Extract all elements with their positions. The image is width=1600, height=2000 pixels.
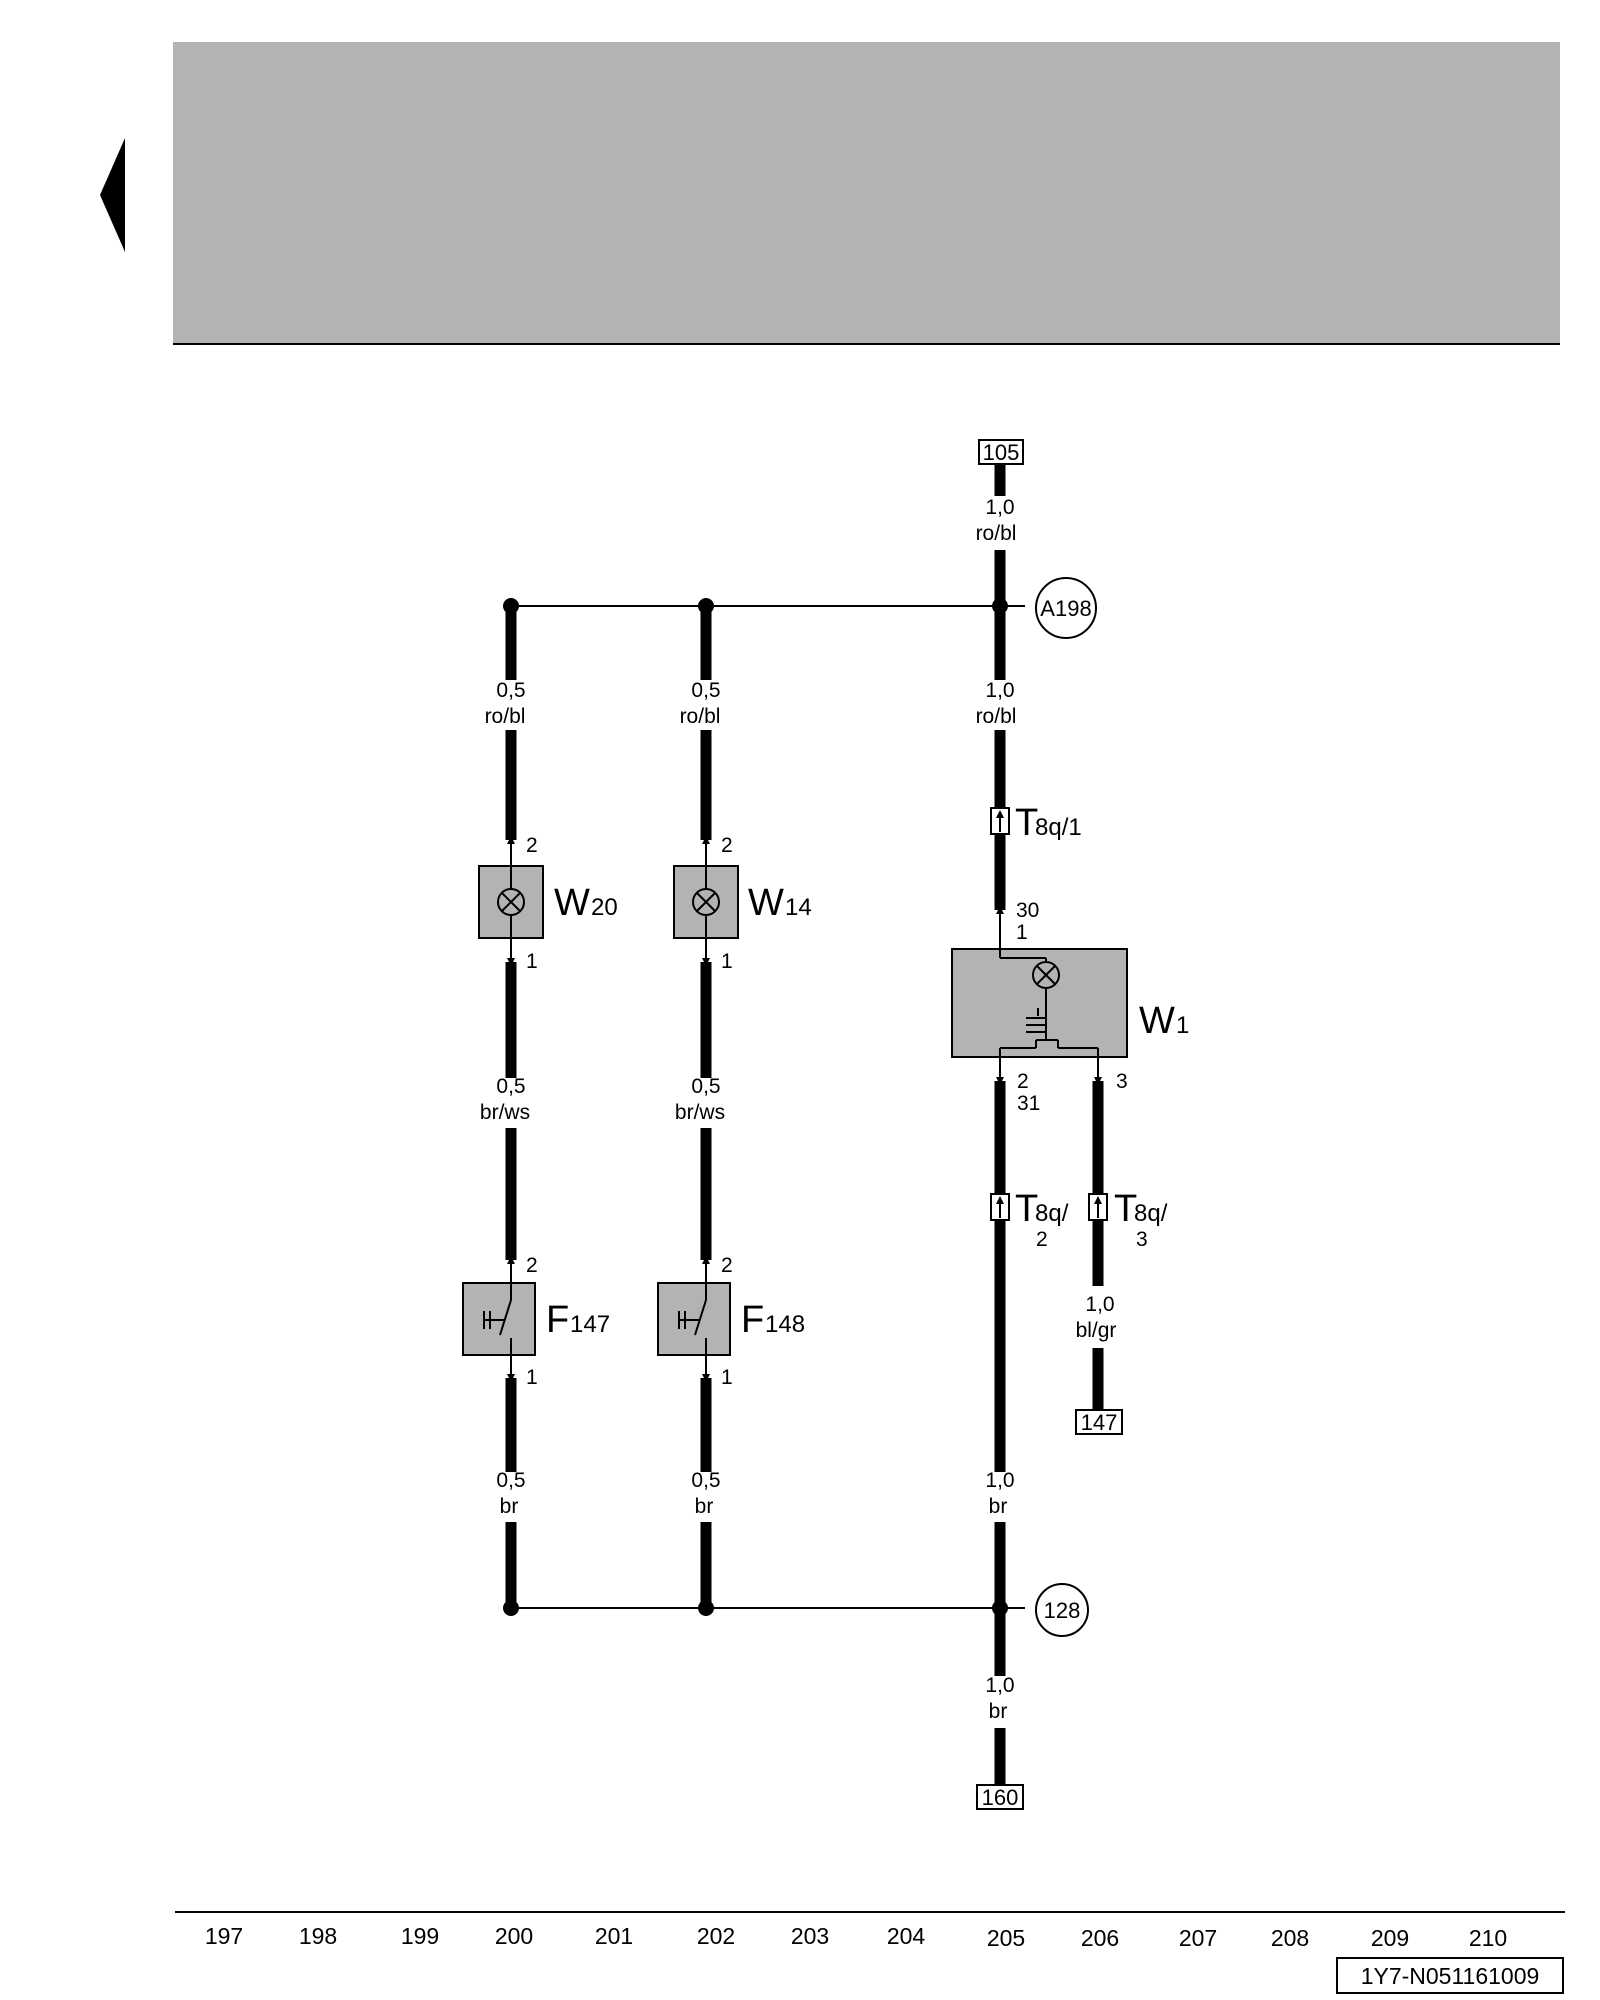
wire-left-bot-size: 0,5: [496, 1469, 525, 1492]
track-numbers: 197 198 199 200 201 202 203 204 205 206 207 208 209 2…: [205, 1923, 1507, 1951]
wire-w1-top-color: ro/bl: [976, 522, 1017, 545]
junction-right-top: [992, 598, 1008, 614]
track-number: 200: [495, 1923, 533, 1949]
f147-pin-bot: 1: [526, 1366, 538, 1389]
ref-right: 147: [1081, 1410, 1118, 1435]
junction-right-bot: [992, 1600, 1008, 1616]
wire-mid-top-size: 0,5: [691, 679, 720, 702]
header-band: [173, 42, 1560, 344]
junction-mid-bot: [698, 1600, 714, 1616]
switch-icon: [483, 1283, 512, 1355]
w1-pin-3: 3: [1116, 1070, 1128, 1093]
w1-pin-31: 31: [1017, 1092, 1040, 1115]
wire-ground-size: 1,0: [985, 1674, 1014, 1697]
w14-pin-bot: 1: [721, 950, 733, 973]
track-number: 210: [1469, 1925, 1507, 1951]
track-number: 203: [791, 1923, 829, 1949]
wire-w1-top-size: 1,0: [985, 496, 1014, 519]
w1-sub: 1: [1176, 1012, 1189, 1039]
w20-letter: W: [554, 882, 590, 924]
track-number: 204: [887, 1923, 926, 1949]
wire-mid-mid-color: br/ws: [675, 1101, 725, 1124]
wire-right-top-color: ro/bl: [976, 705, 1017, 728]
t8q3-letter: T: [1114, 1188, 1137, 1230]
f148-pin-bot: 1: [721, 1366, 733, 1389]
w14-pin-top: 2: [721, 834, 733, 857]
w20-pin-bot: 1: [526, 950, 538, 973]
w20-sub: 20: [591, 894, 618, 921]
track-number: 202: [697, 1923, 735, 1949]
wire-left-bot-color: br: [500, 1495, 519, 1518]
wire-mid-bot-color: br: [695, 1495, 714, 1518]
ref-circle-top[interactable]: [1035, 577, 1097, 639]
ref-box-bottom[interactable]: [976, 1784, 1024, 1810]
back-arrow-icon[interactable]: [100, 138, 125, 252]
wire-mid-mid-size: 0,5: [691, 1075, 720, 1098]
f147-pin-top: 2: [526, 1254, 538, 1277]
w14-sub: 14: [785, 894, 812, 921]
w1-letter: W: [1139, 1000, 1175, 1042]
wire-right-bot-color: br: [989, 1495, 1008, 1518]
wire-left-top-size: 0,5: [496, 679, 525, 702]
t8q1-sub: 8q/1: [1035, 814, 1082, 841]
f147-sub: 147: [570, 1311, 610, 1338]
ref-box-top[interactable]: [978, 439, 1024, 465]
t8q3-sub2: 3: [1136, 1228, 1148, 1251]
ref-circle-top-label: A198: [1040, 596, 1091, 621]
junction-left-top: [503, 598, 519, 614]
doc-id: 1Y7-N051161009: [1361, 1963, 1540, 1989]
f148-letter: F: [741, 1299, 764, 1341]
t8q2-sub: 8q/: [1035, 1200, 1069, 1227]
switch-icon: [678, 1283, 707, 1355]
wire-left-mid-color: br/ws: [480, 1101, 530, 1124]
track-number: 201: [595, 1923, 633, 1949]
doc-id-box: [1336, 1957, 1564, 1994]
f148-sub: 148: [765, 1311, 805, 1338]
wire-left-mid-size: 0,5: [496, 1075, 525, 1098]
wire-side-size: 1,0: [1085, 1293, 1114, 1316]
track-number: 207: [1179, 1925, 1217, 1951]
t8q2-sub2: 2: [1036, 1228, 1048, 1251]
junction-mid-top: [698, 598, 714, 614]
w1-pin-1: 1: [1016, 921, 1028, 944]
t8q3-sub: 8q/: [1134, 1200, 1168, 1227]
ref-bottom: 160: [982, 1785, 1019, 1810]
f148-pin-top: 2: [721, 1254, 733, 1277]
wire-mid-top-color: ro/bl: [680, 705, 721, 728]
ref-top: 105: [983, 440, 1020, 465]
f147-letter: F: [546, 1299, 569, 1341]
wire-ground-color: br: [989, 1700, 1008, 1723]
ref-circle-bottom[interactable]: [1035, 1583, 1089, 1637]
wire-mid-bot-size: 0,5: [691, 1469, 720, 1492]
w20-pin-top: 2: [526, 834, 538, 857]
ref-circle-bottom-label: 128: [1044, 1598, 1081, 1623]
w1-internal: [999, 935, 1099, 1057]
w1-pin-2: 2: [1017, 1070, 1029, 1093]
wire-left-top-color: ro/bl: [485, 705, 526, 728]
t8q1-letter: T: [1015, 802, 1038, 844]
wire-side-color: bl/gr: [1076, 1319, 1117, 1342]
track-number: 197: [205, 1923, 243, 1949]
wire-right-top-size: 1,0: [985, 679, 1014, 702]
track-number: 209: [1371, 1925, 1409, 1951]
ref-box-right[interactable]: [1075, 1409, 1123, 1435]
w14-letter: W: [748, 882, 784, 924]
junction-left-bot: [503, 1600, 519, 1616]
track-number: 198: [299, 1923, 337, 1949]
wire-right-bot-size: 1,0: [985, 1469, 1014, 1492]
track-number: 208: [1271, 1925, 1309, 1951]
track-number: 205: [987, 1925, 1025, 1951]
t8q2-letter: T: [1015, 1188, 1038, 1230]
track-number: 199: [401, 1923, 439, 1949]
track-number: 206: [1081, 1925, 1119, 1951]
w1-pin-30: 30: [1016, 899, 1039, 922]
